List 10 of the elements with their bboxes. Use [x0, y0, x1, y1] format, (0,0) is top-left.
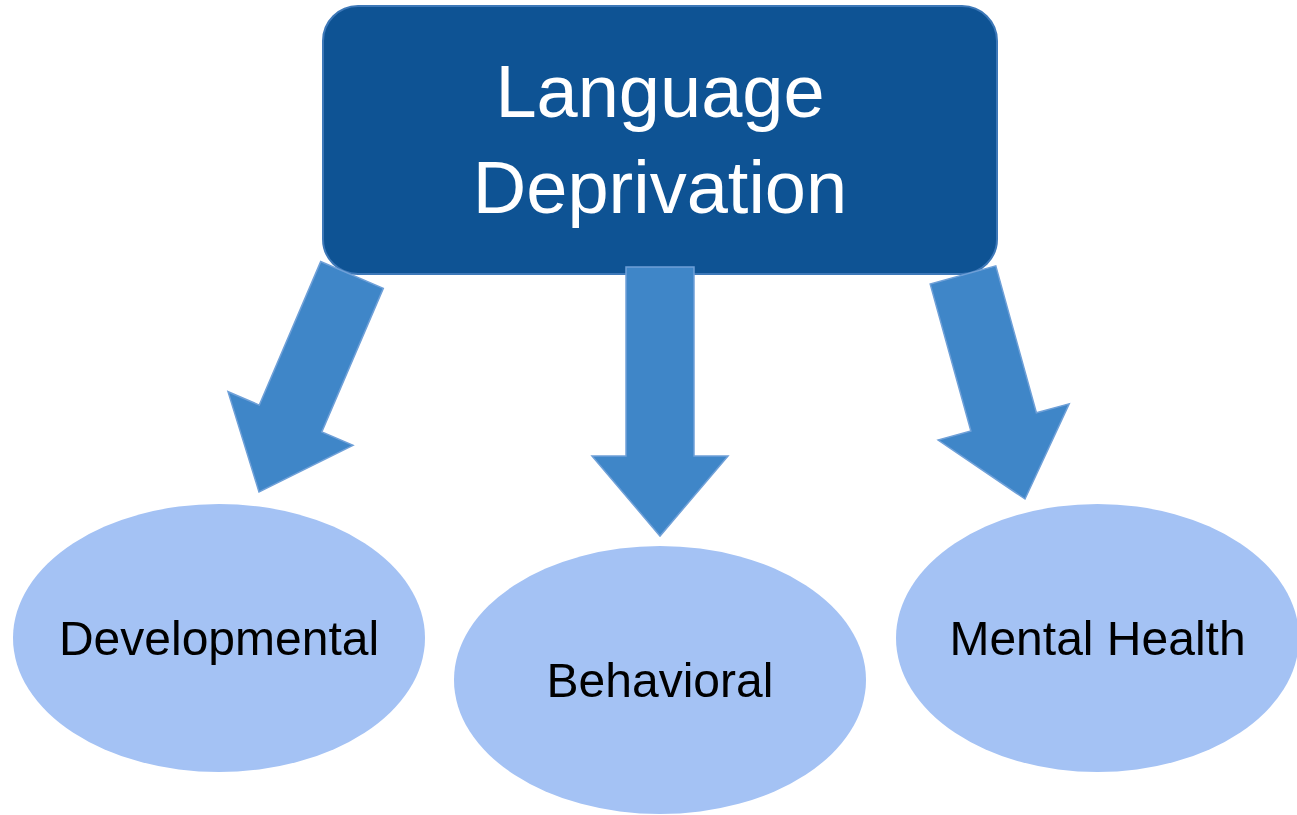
topic-ellipse	[453, 545, 867, 815]
block-arrow	[226, 260, 385, 494]
title-text: Language Deprivation	[471, 48, 849, 231]
topic-ellipse	[12, 503, 426, 773]
topic-label: Behavioral	[546, 652, 774, 708]
block-arrow	[929, 264, 1071, 501]
title-box	[322, 5, 998, 275]
block-arrow	[590, 266, 730, 538]
topic-label: Mental Health	[949, 610, 1246, 666]
topic-label: Developmental	[58, 610, 380, 666]
